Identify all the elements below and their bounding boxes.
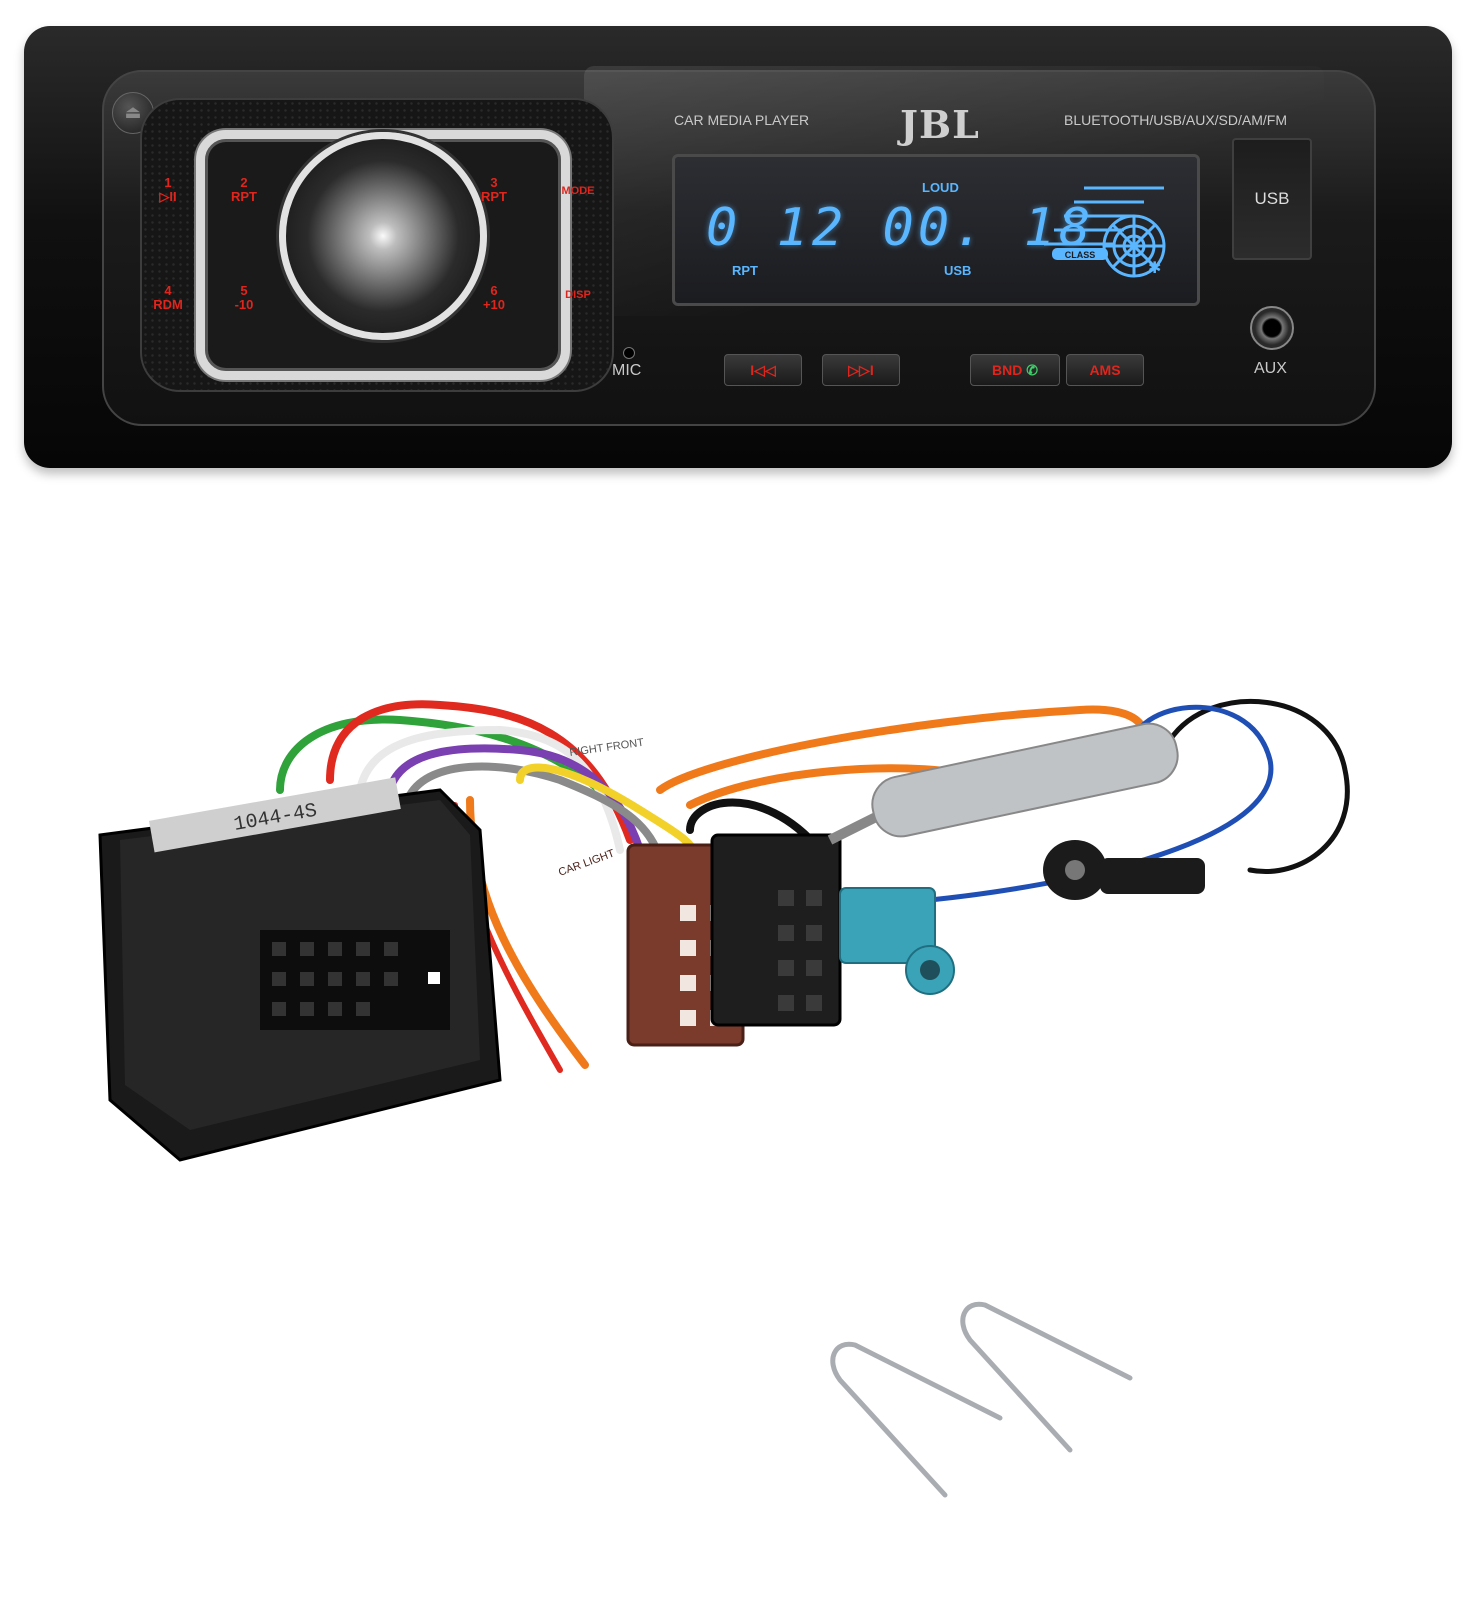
eq-class-graphic: CLASS [1044,186,1166,278]
preset-key-number: 5 [240,283,248,298]
ams-button[interactable]: AMS [1066,354,1144,386]
wire-print: RIGHT FRONT [569,737,645,759]
quadlock-connector: 1044-4S [98,777,502,1162]
brand-logo: JBL [900,102,980,147]
next-track-button[interactable]: ▷▷I [822,354,900,386]
preset-key-2[interactable]: 2 RPT [218,176,270,204]
removal-key-2 [960,1301,1133,1453]
mic-label: MIC [612,362,642,379]
removal-key-1 [830,1341,1003,1498]
band-button[interactable]: BND ✆ [970,354,1060,386]
preset-key-number: 1 [164,175,172,190]
preset-key-4[interactable]: 4 RDM [142,284,194,312]
red-wire [326,700,634,844]
aux-label: AUX [1254,360,1287,377]
preset-key-label: RPT [481,189,507,204]
yellow-wire [516,763,704,864]
car-radio: ⏏ 1 ▷II 2 RPT 3 RPT 4 RDM 5 -10 6 +10 MO… [24,26,1452,468]
preset-key-label: -10 [234,297,254,312]
preset-key-1[interactable]: 1 ▷II [142,176,194,204]
product-label: CAR MEDIA PLAYER [674,112,810,128]
preset-key-number: 3 [490,175,498,190]
wire-print-2: CAR LIGHT [557,847,617,878]
preset-key-number: 2 [240,175,248,190]
iso-power-connector [710,833,842,1027]
preset-key-3[interactable]: 3 RPT [468,176,520,204]
disp-key[interactable]: DISP [565,289,591,301]
preset-key-label: +10 [482,297,506,312]
loud-indicator: LOUD [922,180,959,195]
aux-jack[interactable] [1250,306,1294,350]
preset-key-6[interactable]: 6 +10 [468,284,520,312]
volume-knob[interactable] [279,132,487,340]
mode-key[interactable]: MODE [561,185,595,197]
usb-indicator: USB [944,263,972,278]
bluetooth-icon: ✱ [1148,260,1162,277]
preset-key-label: RDM [153,297,183,312]
black-wire [686,798,824,854]
display-digits: 0 12 00. 18 [706,198,1095,258]
wiring-harness: 1044-4S RIGHT FRONT CAR LIGHT [98,698,1350,1162]
prev-track-button[interactable]: I◁◁ [724,354,802,386]
rpt-indicator: RPT [732,263,758,278]
phone-icon: ✆ [1022,362,1038,378]
mic-hole [623,347,635,359]
usb-port[interactable]: USB [1232,138,1312,260]
preset-key-5[interactable]: 5 -10 [218,284,270,312]
preset-key-number: 4 [164,283,172,298]
preset-key-number: 6 [490,283,498,298]
antenna-black-wire [1167,698,1350,874]
features-label: BLUETOOTH/USB/AUX/SD/AM/FM [1064,112,1287,128]
radio-removal-keys [830,1301,1133,1498]
preset-key-label: RPT [231,189,257,204]
band-label: BND [992,362,1023,378]
class-badge: CLASS [1065,250,1096,260]
grey-wire [406,762,664,864]
preset-key-label: ▷II [159,189,177,204]
antenna-adapter [827,722,1205,995]
